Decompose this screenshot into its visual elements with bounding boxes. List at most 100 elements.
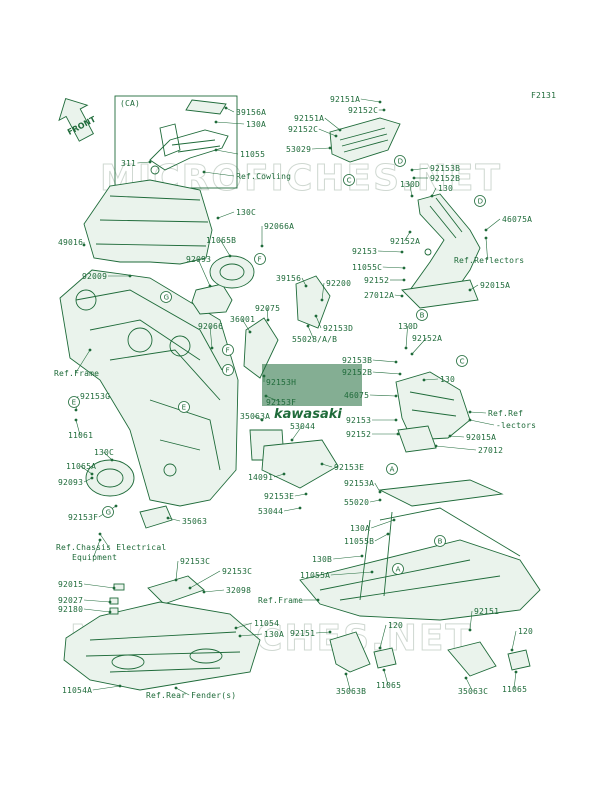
callout-35063: 35063 [182,517,207,526]
leader-dot [378,646,382,650]
leader-dot [398,372,402,376]
leader-line [294,493,307,497]
footpeg-35063B [329,631,371,673]
leader-dot [216,216,220,220]
callout-53044_top: 53044 [290,422,315,431]
bracket-35063 [139,505,173,529]
leader-line [80,465,93,475]
center-brackets [243,275,339,489]
marker-d: D [474,195,486,207]
leader-line [83,599,111,603]
callout-11055: 11055 [240,150,265,159]
leader-line [372,359,397,363]
leader-dot [468,418,472,422]
leader-dot [434,444,438,448]
callout-11055a: 11055A [300,571,330,580]
leader-line [377,250,403,253]
callout-11054a: 11054A [62,686,92,695]
callout-11065b: 11065B [206,236,236,245]
leader-line [75,419,81,436]
callout-46075a: 46075A [502,215,532,224]
leader-dot [378,100,382,104]
callout-92153b_top: 92153B [430,164,460,173]
leader-dot [224,106,228,110]
callout-92151_a: 92151 [290,629,315,638]
callout-92152_mid: 92152 [346,430,371,439]
marker-e: E [68,396,80,408]
callout-refcowling: Ref.Cowling [236,172,291,181]
callout-55028: 55028/A/B [292,335,337,344]
callout-53044_low: 53044 [258,507,283,516]
leader-line [189,570,221,589]
callout-refchassis2: Equipment [72,553,117,562]
marker-d: D [394,155,406,167]
leader-dot [108,600,112,604]
leader-line [435,445,477,451]
inset-label: (CA) [120,99,140,108]
leader-dot [262,374,266,378]
callout-92015a_top: 92015A [480,281,510,290]
leader-dot [392,518,396,522]
leader-line [273,473,285,478]
marker-e: E [178,401,190,413]
leader-dot [484,228,488,232]
callouts: 39156A130A31111055Ref.Cowling92151A92152… [54,95,536,700]
leader-dot [514,670,518,674]
callout-92200: 92200 [326,279,351,288]
bracket-11065-b [507,649,531,671]
callout-92153g: 92153G [80,392,110,401]
callout-refref2: -lectors [496,421,536,430]
leader-line [330,571,373,576]
callout-39156a: 39156A [236,108,266,117]
callout-35063c: 35063C [458,687,488,696]
leader-line [382,266,405,269]
bracket-11065-a [373,647,397,669]
callout-92153f_low: 92153F [68,513,98,522]
leader-line [404,231,411,242]
callout-55020: 55020 [344,498,369,507]
svg-text:D: D [398,158,403,166]
marker-f: F [222,344,234,356]
leader-line [333,555,363,560]
leader-line [197,258,211,287]
leader-line [405,325,408,349]
leader-dot [316,598,320,602]
svg-text:C: C [460,358,465,366]
callout-11065_b: 11065 [502,685,527,694]
callout-130c_top: 130C [236,208,256,217]
leader-dot [202,590,206,594]
callout-92153f_mid: 92153F [266,398,296,407]
callout-92151a_a: 92151A [330,95,360,104]
marker-f: F [222,364,234,376]
leader-line [92,685,121,691]
leader-line [369,499,381,503]
leader-dot [214,120,218,124]
leader-dot [328,146,332,150]
callout-27012a: 27012A [364,291,394,300]
leader-dot [314,314,318,318]
leader-dot [394,360,398,364]
callout-130a_btm: 130A [264,630,284,639]
leader-dot [266,318,270,322]
callout-92152b_mid: 92152B [342,368,372,377]
leader-line [283,507,301,512]
leader-line [371,519,395,529]
grommet-11065B [209,255,255,289]
main-frame [59,269,239,507]
leader-dot [166,516,170,520]
callout-11065_a: 11065 [376,681,401,690]
callout-130a_top: 130A [246,120,266,129]
svg-text:E: E [72,399,76,407]
callout-11054: 11054 [254,619,279,628]
callout-92093_low: 92093 [58,478,83,487]
footpeg-35063C [447,641,497,677]
leader-line [374,533,389,542]
leader-dot [98,532,102,536]
callout-92180: 92180 [58,605,83,614]
callout-92152a_top: 92152A [390,237,420,246]
leader-line [103,451,113,461]
leader-dot [114,504,118,508]
callout-92152a_mid: 92152A [412,334,442,343]
